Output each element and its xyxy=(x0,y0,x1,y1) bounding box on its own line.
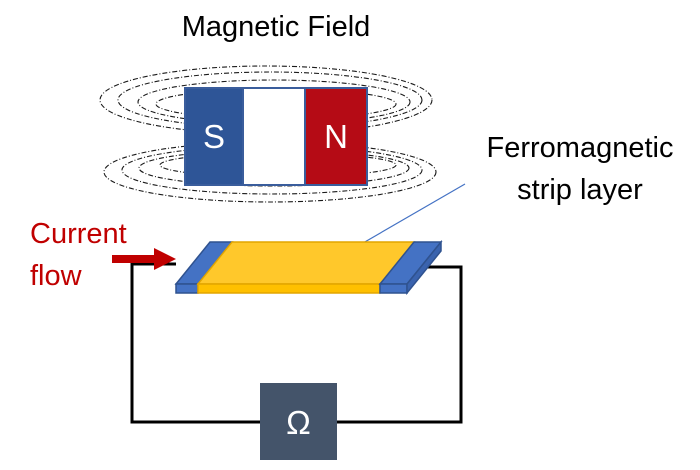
strip-top-face xyxy=(196,241,416,285)
left-contact-edge xyxy=(175,283,199,294)
current-flow-label-line2: flow xyxy=(30,260,83,292)
strip-label-line2: strip layer xyxy=(517,174,643,206)
magnetic-field-title: Magnetic Field xyxy=(182,11,371,43)
north-pole-label: N xyxy=(324,118,348,155)
ferromagnetic-strip xyxy=(174,239,443,296)
ohm-symbol: Ω xyxy=(286,404,311,441)
right-contact-edge xyxy=(379,283,408,294)
magnetic-field-lines-bottom xyxy=(103,141,437,203)
ohmmeter: Ω xyxy=(260,383,337,460)
strip-label-line1: Ferromagnetic xyxy=(487,132,674,164)
strip-front-edge xyxy=(197,283,381,294)
right-contact-side xyxy=(406,239,442,296)
current-flow-label-line1: Current xyxy=(30,218,127,250)
magnet-middle xyxy=(242,87,306,186)
ohmmeter-box xyxy=(260,383,337,460)
bar-magnet: S N xyxy=(184,87,368,186)
current-flow-arrow xyxy=(112,248,176,270)
magnet-south-pole xyxy=(184,87,244,186)
magnet-north-pole xyxy=(304,87,368,186)
south-pole-label: S xyxy=(203,118,225,155)
